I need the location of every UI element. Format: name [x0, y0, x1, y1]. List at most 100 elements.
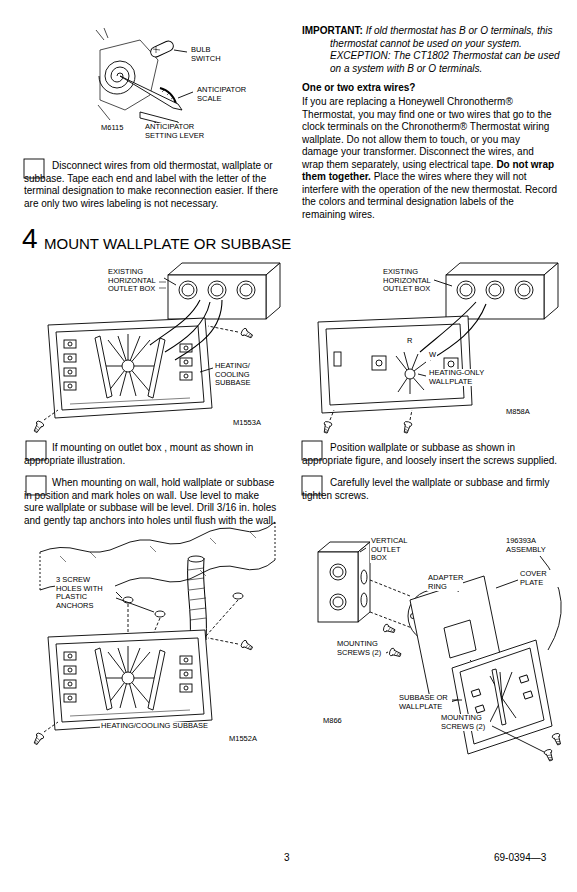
thermostat-mechanism: [149, 39, 175, 58]
thermostat-mechanism: [96, 28, 193, 128]
text: One or two extra wires?: [302, 82, 560, 95]
outlet-box: [544, 263, 558, 319]
wallplate: [318, 316, 472, 413]
text: Disconnect wires from old thermostat, wa…: [24, 160, 280, 210]
part-label: COVER PLATE: [519, 570, 561, 587]
page-illustrations: [370, 580, 412, 628]
part-label: EXISTING HORIZONTAL OUTLET BOX: [382, 268, 434, 294]
subbase: [70, 398, 190, 404]
thermostat-mechanism: [120, 76, 182, 110]
vertical-outlet-box: [330, 594, 346, 610]
part-label: MOUNTING SCREWS (2): [336, 640, 386, 657]
text: Position wallplate or subbase as shown i…: [302, 442, 558, 467]
subbase: [64, 368, 76, 376]
part-label: M6115: [100, 124, 124, 133]
subbase: [68, 342, 72, 346]
wire-bundle: [188, 568, 206, 620]
subbase: [48, 318, 212, 418]
wallplate: [396, 352, 426, 394]
thermostat-mechanism: [150, 50, 193, 126]
page-illustrations: [32, 732, 45, 746]
subbase: [184, 374, 188, 378]
subbase: [64, 382, 76, 390]
wallplate: [376, 360, 382, 366]
outlet-box: [158, 263, 280, 319]
part-label: HEATING/ COOLING SUBBASE: [214, 362, 262, 388]
subbase: [68, 384, 72, 388]
vertical-outlet-box: [333, 567, 343, 577]
wallplate: [372, 356, 386, 370]
part-label: MOUNTING SCREWS (2): [440, 714, 490, 731]
screw-hole: [123, 593, 243, 617]
subbase: [519, 675, 528, 683]
part-label: ADAPTER RING: [427, 574, 463, 591]
wallplate: [405, 369, 415, 379]
page-illustrations: [420, 302, 486, 360]
page-illustrations: [402, 421, 413, 434]
subbase: [471, 689, 480, 697]
part-label: SUBBASE OR WALLPLATE: [398, 694, 452, 711]
subbase: [64, 354, 76, 362]
part-label: ANTICIPATOR SETTING LEVER: [144, 123, 208, 140]
part-label: M866: [322, 717, 343, 726]
thermostat-mechanism: [96, 28, 110, 120]
subbase: [104, 334, 154, 396]
outlet-box: [446, 263, 558, 275]
page-illustrations: [389, 647, 402, 658]
subbase: [48, 318, 212, 418]
subbase: [122, 360, 134, 372]
part-label: M1553A: [232, 419, 262, 428]
wallplate: [334, 352, 341, 366]
outlet-box: [446, 263, 558, 319]
text: IMPORTANT:: [302, 25, 363, 36]
outlet-box: [168, 263, 280, 275]
subbase: [64, 340, 76, 348]
part-label: BULB SWITCH: [190, 46, 232, 63]
vertical-outlet-box: [361, 570, 367, 584]
outlet-box: [457, 281, 475, 299]
wallplate: [318, 316, 472, 413]
screw-hole: [155, 611, 165, 617]
page-illustrations: [150, 300, 222, 360]
text: If you are replacing a Honeywell Chronot…: [302, 96, 552, 170]
outlet-box: [515, 281, 533, 299]
wall: [40, 522, 275, 552]
outlet-box: [489, 284, 501, 296]
subbase: [68, 356, 72, 360]
part-label: 3 SCREW HOLES WITH PLASTIC ANCHORS: [55, 576, 115, 610]
page-illustrations: [240, 327, 254, 340]
subbase: [475, 705, 484, 713]
text: Carefully level the wallplate or subbase…: [302, 477, 558, 502]
text: When mounting on wall, hold wallplate or…: [24, 477, 280, 527]
vertical-outlet-box: [330, 564, 346, 580]
page-illustrations: [116, 592, 154, 612]
part-label: W: [428, 351, 437, 360]
page-illustrations: [24, 28, 563, 762]
wallplate: [326, 324, 464, 405]
part-label: EXISTING HORIZONTAL OUTLET BOX: [107, 268, 159, 294]
outlet-box: [168, 275, 266, 319]
part-label: HEATING-ONLY WALLPLATE: [428, 369, 486, 386]
outlet-box: [486, 281, 504, 299]
subbase: [523, 691, 532, 699]
screw-hole: [233, 593, 243, 599]
checkbox: [24, 159, 322, 495]
subbase: [452, 640, 552, 754]
wire-bundle: [188, 556, 204, 562]
outlet-box: [446, 275, 544, 319]
text-paragraph: IMPORTANT:If old thermostat has B or O t…: [302, 25, 560, 75]
outlet-box: [266, 263, 280, 319]
subbase: [184, 360, 188, 364]
outlet-box: [460, 284, 472, 296]
text-paragraph: If you are replacing a Honeywell Chronot…: [302, 96, 558, 221]
wire-bundle: [188, 556, 207, 640]
thermostat-mechanism: [100, 40, 158, 110]
vertical-outlet-box: [318, 552, 358, 622]
page-illustrations: [322, 421, 333, 434]
page-illustrations: [551, 733, 562, 746]
vertical-outlet-box: [318, 542, 370, 622]
vertical-outlet-box: [333, 597, 343, 607]
subbase: [180, 358, 192, 366]
page-illustrations: [383, 623, 396, 634]
